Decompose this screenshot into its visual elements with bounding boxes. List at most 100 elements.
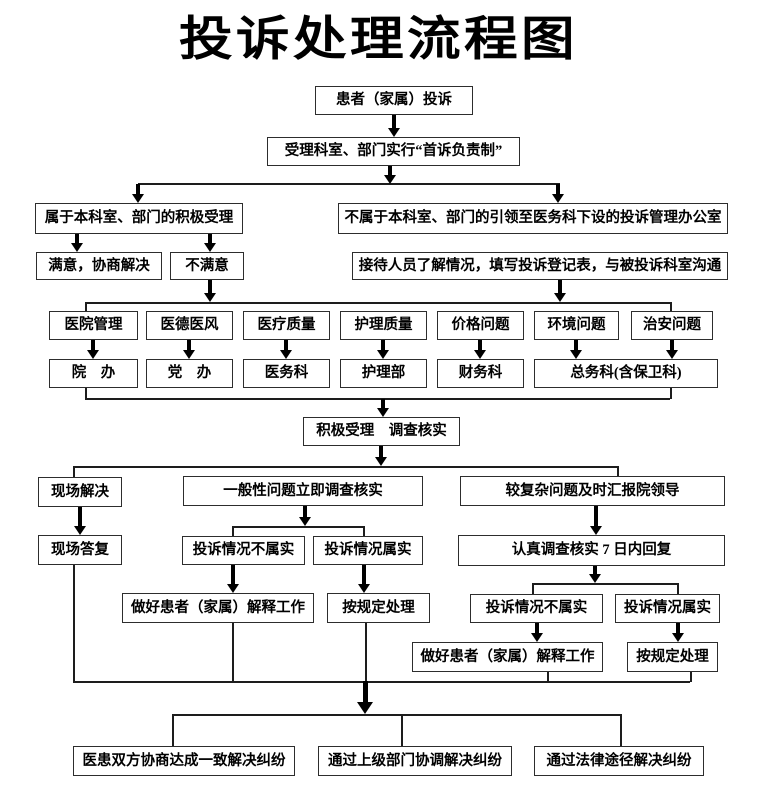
connector-line: [73, 681, 690, 683]
flow-arrow-down: [74, 507, 86, 535]
arrow-shaft: [478, 340, 482, 351]
flow-node-satisfied-negotiated: 满意，协商解决: [36, 252, 162, 280]
connector-line: [73, 466, 75, 478]
flow-arrow-down: [183, 340, 195, 359]
flow-arrow-down: [474, 340, 486, 359]
connector-line: [401, 714, 403, 747]
flow-arrow-down: [554, 280, 566, 302]
flow-arrow-down: [377, 340, 389, 359]
arrow-shaft: [136, 184, 140, 195]
arrowhead-icon: [672, 633, 684, 642]
connector-line: [73, 466, 617, 468]
flow-arrow-down: [570, 340, 582, 359]
flowchart-title: 投诉处理流程图: [179, 14, 578, 66]
arrowhead-icon: [384, 175, 396, 184]
flow-node-explain-to-patient-right: 做好患者（家属）解释工作: [412, 642, 603, 672]
flow-arrow-down: [375, 446, 387, 466]
arrowhead-icon: [183, 350, 195, 359]
flow-node-cat-environment-issue: 环境问题: [534, 311, 619, 340]
flow-node-cat-price-issue: 价格问题: [437, 311, 524, 340]
flow-node-explain-to-patient-mid: 做好患者（家属）解释工作: [122, 593, 314, 623]
arrowhead-icon: [227, 584, 239, 593]
arrow-shaft: [75, 234, 79, 244]
connector-line: [85, 388, 87, 399]
arrowhead-icon: [358, 584, 370, 593]
flow-node-complex-problem-report: 较复杂问题及时汇报院领导: [460, 476, 725, 506]
arrow-shaft: [558, 280, 562, 294]
flow-arrow-down: [71, 234, 83, 252]
flow-node-higher-dept-mediate: 通过上级部门协调解决纠纷: [318, 746, 512, 776]
arrowhead-icon: [204, 243, 216, 252]
flow-arrow-down: [589, 566, 601, 583]
flow-node-complaint-true-mid: 投诉情况属实: [313, 536, 423, 565]
connector-line: [85, 398, 670, 400]
connector-line: [138, 183, 560, 185]
arrow-shaft: [593, 566, 597, 575]
connector-line: [73, 565, 75, 682]
flow-node-onsite-reply: 现场答复: [38, 535, 122, 565]
arrowhead-icon: [388, 128, 400, 137]
connector-line: [690, 672, 692, 682]
arrow-shaft: [381, 340, 385, 351]
flow-arrow-down: [552, 184, 564, 203]
flow-arrow-down: [590, 506, 602, 535]
arrowhead-icon: [666, 350, 678, 359]
flow-node-cat-medical-quality: 医疗质量: [243, 311, 330, 340]
arrow-shaft: [208, 280, 212, 294]
connector-line: [172, 714, 620, 716]
arrow-shaft: [91, 340, 95, 351]
connector-line: [232, 623, 234, 682]
flow-node-cat-hospital-management: 医院管理: [49, 311, 138, 340]
arrowhead-icon: [280, 350, 292, 359]
flow-node-own-dept-accept: 属于本科室、部门的积极受理: [35, 203, 243, 234]
flow-arrow-down: [280, 340, 292, 359]
flow-node-not-own-dept-guide: 不属于本科室、部门的引领至医务科下设的投诉管理办公室: [338, 203, 728, 234]
flow-arrow-down: [672, 623, 684, 642]
flow-node-patient-complaint: 患者（家属）投诉: [315, 86, 473, 115]
connector-line: [85, 302, 670, 304]
arrowhead-icon: [299, 517, 311, 526]
arrowhead-icon: [375, 457, 387, 466]
flow-node-negotiate-agreement: 医患双方协商达成一致解决纠纷: [73, 746, 295, 776]
connector-line: [670, 388, 672, 399]
arrow-shaft: [594, 506, 598, 527]
arrowhead-icon: [377, 408, 389, 417]
arrow-shaft: [556, 184, 560, 195]
arrowhead-icon: [531, 633, 543, 642]
arrow-shaft: [187, 340, 191, 351]
connector-line: [232, 526, 234, 537]
flow-node-accept-investigate: 积极受理 调查核实: [303, 417, 460, 446]
flow-arrow-down: [227, 565, 239, 593]
arrowhead-icon: [74, 526, 86, 535]
flow-arrow-down: [132, 184, 144, 203]
flow-node-investigate-reply-7days: 认真调查核实 7 日内回复: [458, 535, 725, 566]
flow-arrow-down: [299, 506, 311, 526]
flow-arrow-down: [358, 565, 370, 593]
connector-line: [365, 623, 367, 682]
flow-node-cat-nursing-quality: 护理质量: [340, 311, 427, 340]
connector-line: [532, 583, 534, 595]
flow-arrow-down: [204, 234, 216, 252]
connector-line: [232, 526, 363, 528]
connector-line: [617, 466, 619, 477]
arrowhead-icon: [474, 350, 486, 359]
connector-line: [85, 302, 87, 312]
flow-node-general-problem-investigate: 一般性问题立即调查核实: [183, 476, 423, 506]
flow-node-first-complaint-responsibility: 受理科室、部门实行“首诉负责制”: [267, 137, 520, 166]
flow-node-complaint-untrue-mid: 投诉情况不属实: [182, 536, 305, 565]
connector-line: [620, 714, 622, 747]
arrowhead-icon: [87, 350, 99, 359]
flow-node-dept-nursing: 护理部: [340, 359, 427, 388]
flow-node-dept-medical-affairs: 医务科: [243, 359, 330, 388]
flow-node-cat-medical-ethics: 医德医风: [146, 311, 233, 340]
arrowhead-icon: [590, 526, 602, 535]
arrowhead-icon: [204, 293, 216, 302]
arrowhead-icon: [589, 574, 601, 583]
flow-node-reception-register: 接待人员了解情况，填写投诉登记表，与被投诉科室沟通: [352, 252, 728, 280]
flow-arrow-down: [531, 623, 543, 642]
flow-arrow-down: [357, 681, 373, 714]
connector-line: [670, 302, 672, 312]
arrow-shaft: [574, 340, 578, 351]
flow-node-dept-general-services: 总务科(含保卫科): [534, 359, 718, 388]
flow-node-complaint-untrue-right: 投诉情况不属实: [470, 594, 603, 623]
